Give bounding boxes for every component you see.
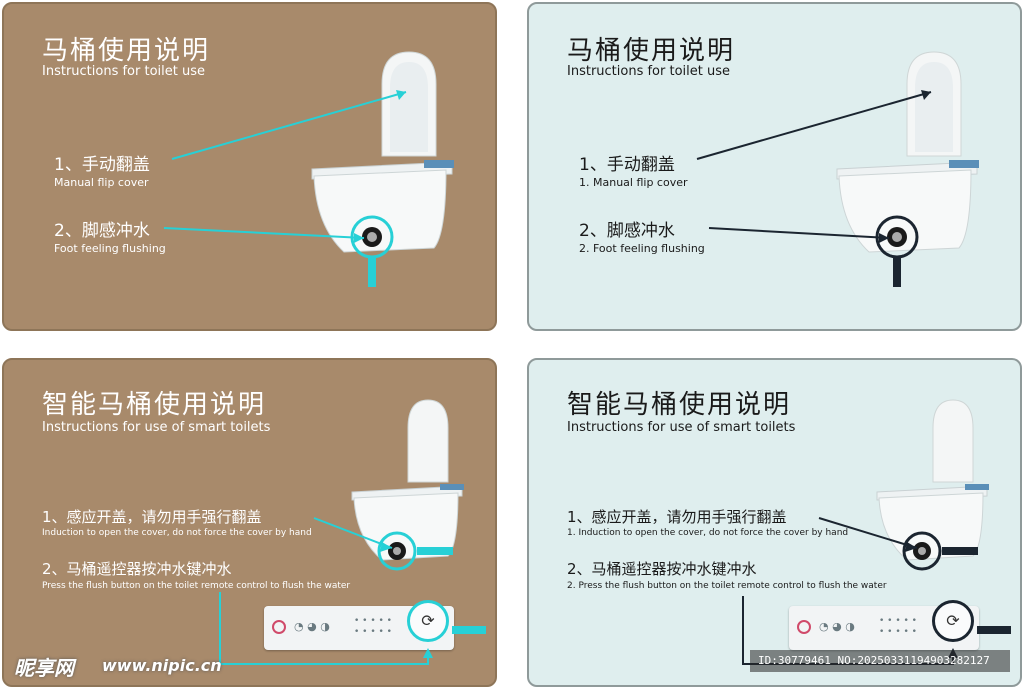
item-1-label: 1、手动翻盖 <box>54 155 150 175</box>
panel-subtitle: Instructions for use of smart toilets <box>567 420 796 435</box>
panel-title: 马桶使用说明 <box>567 36 736 66</box>
panel-title: 智能马桶使用说明 <box>567 390 792 420</box>
item-2-sublabel: Foot feeling flushing <box>54 242 166 255</box>
toilet-illustration <box>163 51 454 287</box>
item-1-label: 1、感应开盖，请勿用手强行翻盖 <box>42 508 262 526</box>
item-2-sublabel: Press the flush button on the toilet rem… <box>42 581 351 591</box>
panel-subtitle: Instructions for toilet use <box>42 64 206 79</box>
item-2-label: 2、马桶遥控器按冲水键冲水 <box>42 560 232 578</box>
item-2-sublabel: 2. Press the flush button on the toilet … <box>567 581 887 591</box>
function-icon: ◔ ◕ ◑ <box>819 620 855 633</box>
panel-title: 智能马桶使用说明 <box>42 390 267 420</box>
item-1-sublabel: Manual flip cover <box>54 176 149 189</box>
item-2-label: 2、脚感冲水 <box>54 221 150 241</box>
toilet-illustration <box>313 399 464 571</box>
watermark-id: ID:30779461 NO:20250331194903282127 <box>750 650 1010 672</box>
panel-subtitle: Instructions for toilet use <box>567 64 731 79</box>
panel-smart-toilet-instructions-brown: 智能马桶使用说明 Instructions for use of smart t… <box>2 358 497 687</box>
power-icon <box>797 620 811 634</box>
remote-control: ◔ ◕ ◑ • • • • •• • • • • ⟳ <box>789 600 979 650</box>
watermark-logo: 昵享网 <box>14 656 74 680</box>
panel-smart-toilet-instructions-mint: 智能马桶使用说明 Instructions for use of smart t… <box>527 358 1022 687</box>
flush-button[interactable]: ⟳ <box>932 600 974 642</box>
item-1-sublabel: 1. Manual flip cover <box>579 176 688 189</box>
panel-toilet-instructions-brown: 马桶使用说明 Instructions for toilet use 1、手动翻… <box>2 2 497 331</box>
panel-toilet-instructions-mint: 马桶使用说明 Instructions for toilet use 1、手动翻… <box>527 2 1022 331</box>
item-1-sublabel: 1. Induction to open the cover, do not f… <box>567 528 849 538</box>
item-2-label: 2、脚感冲水 <box>579 221 675 241</box>
panel-title: 马桶使用说明 <box>42 36 211 66</box>
function-icon: ◔ ◕ ◑ <box>294 620 330 633</box>
panel-subtitle: Instructions for use of smart toilets <box>42 420 271 435</box>
function-dots-icon: • • • • •• • • • • <box>879 616 917 637</box>
watermark-url: www.nipic.cn <box>102 656 222 675</box>
item-2-sublabel: 2. Foot feeling flushing <box>579 242 705 255</box>
remote-control: ◔ ◕ ◑ • • • • •• • • • • ⟳ <box>264 600 454 650</box>
item-1-label: 1、手动翻盖 <box>579 155 675 175</box>
toilet-illustration <box>696 51 979 287</box>
power-icon <box>272 620 286 634</box>
item-2-label: 2、马桶遥控器按冲水键冲水 <box>567 560 757 578</box>
function-dots-icon: • • • • •• • • • • <box>354 616 392 637</box>
flush-pointer-lines <box>742 596 1011 665</box>
item-1-sublabel: Induction to open the cover, do not forc… <box>42 528 312 538</box>
toilet-illustration <box>818 399 989 571</box>
item-1-label: 1、感应开盖，请勿用手强行翻盖 <box>567 508 787 526</box>
flush-button[interactable]: ⟳ <box>407 600 449 642</box>
flush-pointer-lines <box>219 592 486 665</box>
